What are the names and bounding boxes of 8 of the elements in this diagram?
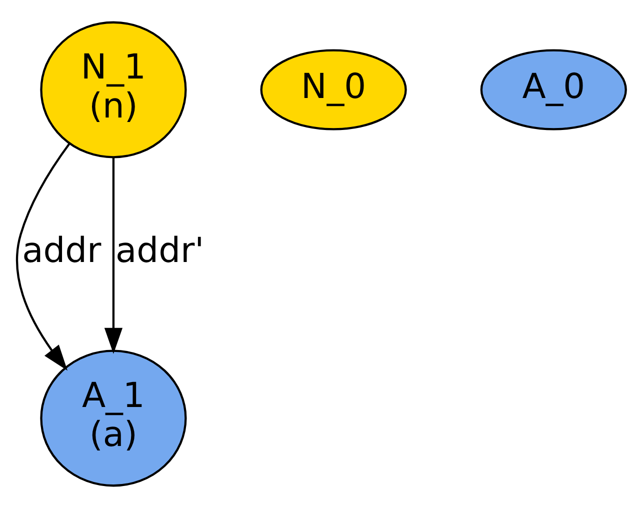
node-ellipse: A_0 [480,49,627,130]
node-circle: A_1 (a) [40,350,187,487]
arrow [16,142,71,371]
node-ellipse: N_0 [260,49,407,130]
edge-label: addr [22,231,102,272]
edge-label: addr' [116,231,204,272]
arrow [104,158,123,354]
node-circle: N_1 (n) [40,21,187,158]
